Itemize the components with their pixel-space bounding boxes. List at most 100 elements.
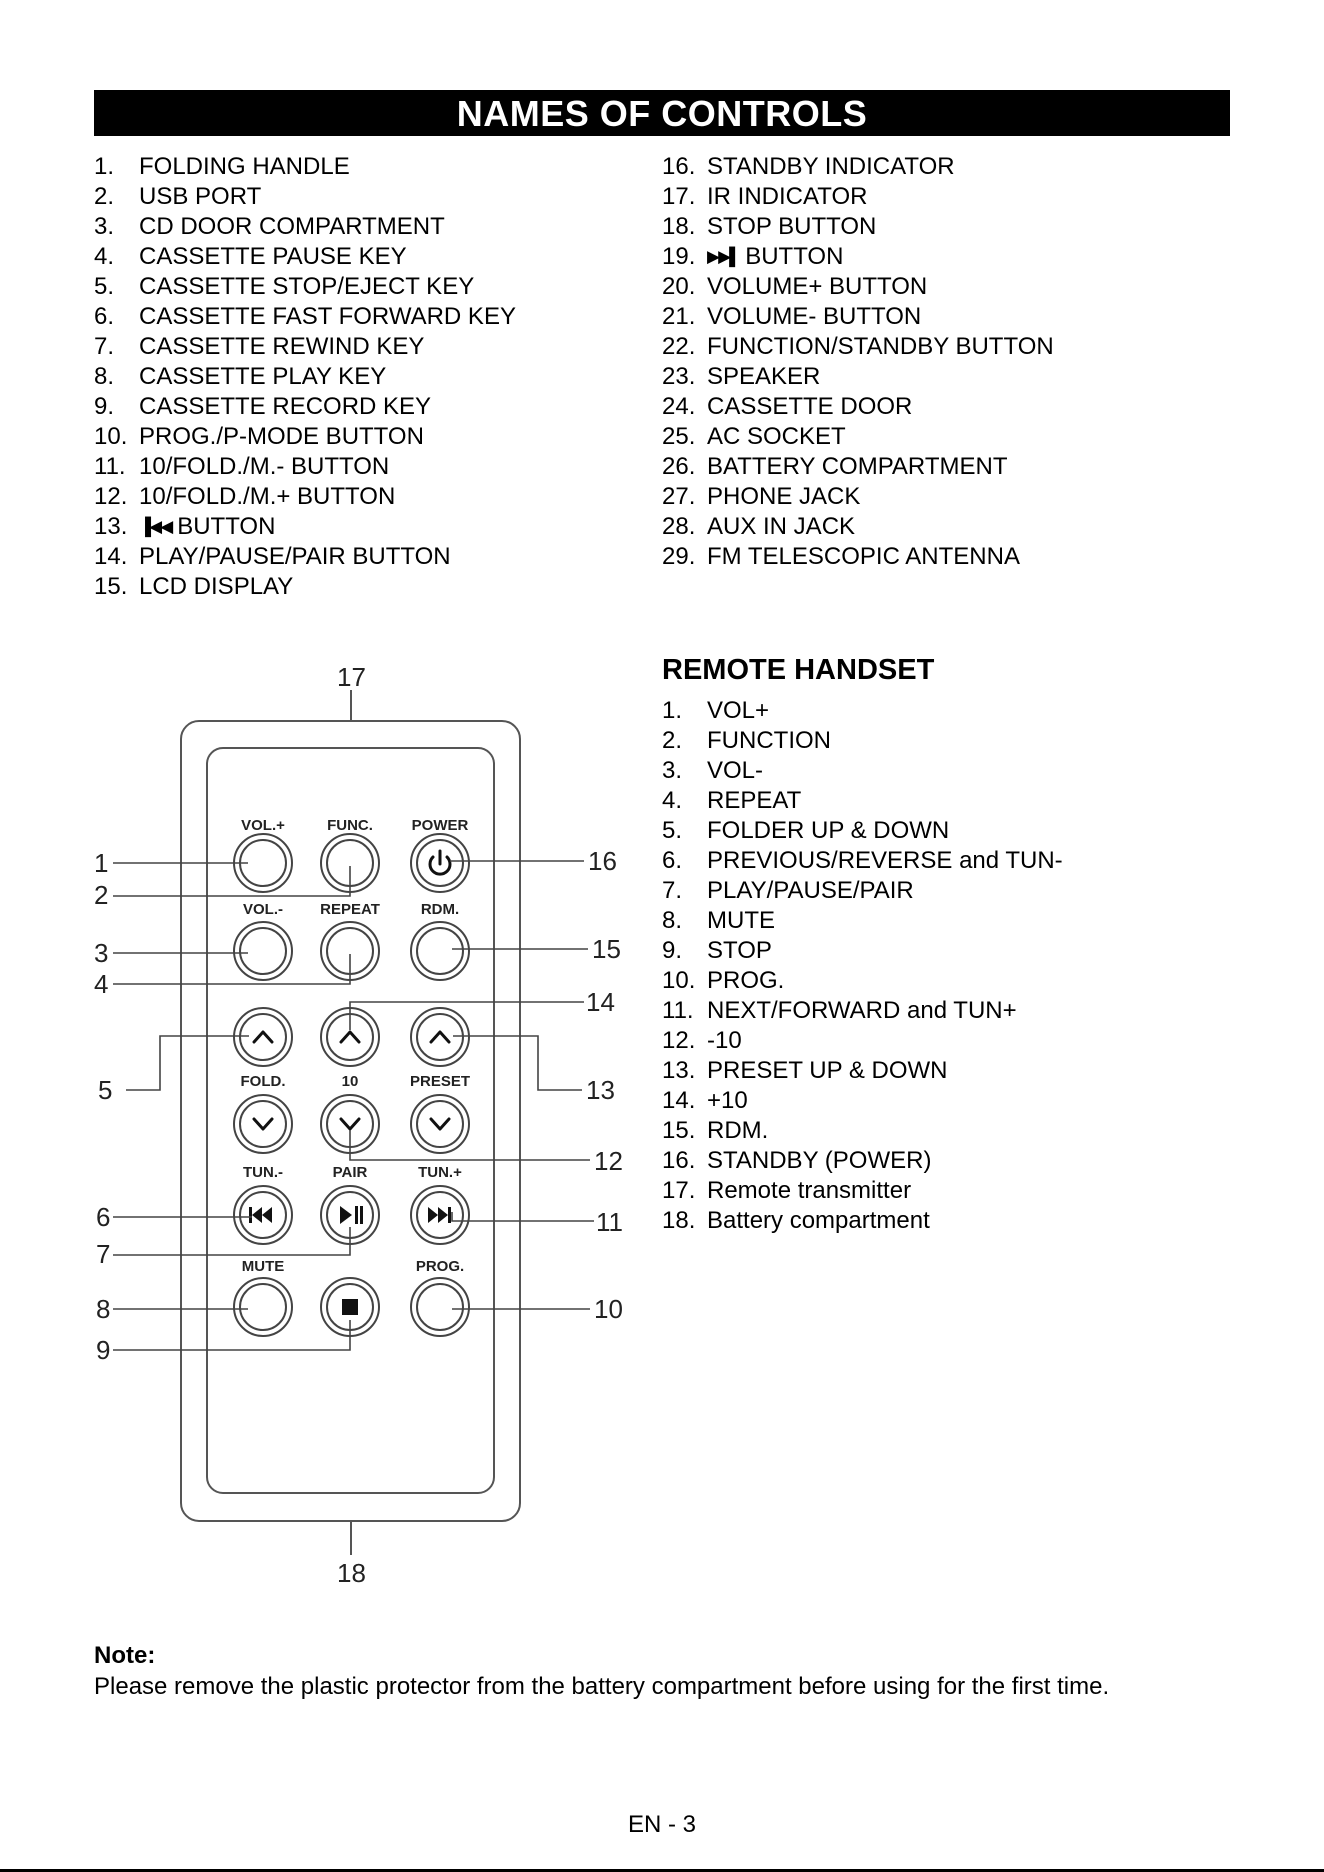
list-item: 11. 10/FOLD./M.- BUTTON [94,452,516,482]
list-item-number: 1. [662,697,683,724]
list-item-label: Remote transmitter [707,1176,911,1206]
list-item-label: CASSETTE DOOR [707,392,912,422]
list-item-label: PRESET UP & DOWN [707,1056,948,1086]
func-label: FUNC. [327,817,373,834]
list-item-text: FOLDER UP & DOWN [707,817,950,844]
list-item: 26.BATTERY COMPARTMENT [662,452,1054,482]
list-item: 16. STANDBY (POWER) [662,1146,1063,1176]
list-item-label: PLAY/PAUSE/PAIR BUTTON [139,542,451,572]
list-item-number: 19. [662,243,696,270]
list-item: 16.STANDBY INDICATOR [662,152,1054,182]
list-item-text: PRESET UP & DOWN [707,1057,948,1084]
callout-line-2 [113,866,351,897]
rdm-label: RDM. [421,901,459,918]
list-item-number: 4. [662,787,683,814]
preset-label: PRESET [410,1073,470,1090]
list-item-number: 28. [662,513,696,540]
list-item-text: 10/FOLD./M.- BUTTON [139,453,390,480]
list-item-text: AC SOCKET [707,423,846,450]
note-label: Note: [94,1642,156,1669]
prog-button [410,1277,470,1337]
list-item-text: CASSETTE FAST FORWARD KEY [139,303,516,330]
power-icon [428,849,452,876]
list-item-label: CASSETTE STOP/EJECT KEY [139,272,474,302]
list-item: 13. PRESET UP & DOWN [662,1056,1063,1086]
callout-3: 3 [94,938,108,968]
list-item-number: 13. [662,1057,696,1084]
callout-2: 2 [94,880,108,910]
callout-line-7 [113,1227,351,1256]
list-item-text: FUNCTION [707,727,831,754]
list-item-text: CASSETTE RECORD KEY [139,393,432,420]
callout-18: 18 [337,1558,366,1588]
tun-plus-button [410,1185,470,1245]
list-item-text: 10/FOLD./M.+ BUTTON [139,483,396,510]
play-pause-icon [340,1206,363,1224]
list-item-text: STOP [707,937,772,964]
list-item-label: 10/FOLD./M.+ BUTTON [139,482,395,512]
list-item-label: CASSETTE FAST FORWARD KEY [139,302,516,332]
callout-13: 13 [586,1075,615,1105]
list-item-number: 16. [662,1147,696,1174]
list-item-number: 12. [662,1027,696,1054]
list-item: 2.FUNCTION [662,726,1063,756]
list-item-number: 13. [94,513,128,540]
list-item: 7.CASSETTE REWIND KEY [94,332,516,362]
list-item-number: 10. [662,967,696,994]
list-item: 21.VOLUME- BUTTON [662,302,1054,332]
list-item-label: 10/FOLD./M.- BUTTON [139,452,389,482]
tun-plus-label: TUN.+ [418,1164,462,1181]
callout-line-13 [453,1035,582,1091]
list-item-text: VOL+ [707,697,770,724]
mute-label: MUTE [242,1258,285,1275]
mute-button [233,1277,293,1337]
list-item-text: STANDBY (POWER) [707,1147,932,1174]
list-item: 28.AUX IN JACK [662,512,1054,542]
list-item-number: 11. [94,453,126,480]
list-item: 12. 10/FOLD./M.+ BUTTON [94,482,516,512]
list-item: 14.+10 [662,1086,1063,1116]
chevron-down-icon [252,1117,274,1131]
callout-4: 4 [94,969,108,999]
list-item-text: CASSETTE REWIND KEY [139,333,425,360]
list-item-text: REPEAT [707,787,802,814]
power-button [410,833,470,893]
list-item: 5.FOLDER UP & DOWN [662,816,1063,846]
list-item: 9.STOP [662,936,1063,966]
list-item-number: 26. [662,453,696,480]
list-item: 20.VOLUME+ BUTTON [662,272,1054,302]
list-item-text: PROG./P-MODE BUTTON [139,423,424,450]
list-item-text: LCD DISPLAY [139,573,294,600]
list-item-number: 10. [94,423,128,450]
chevron-down-icon [339,1117,361,1131]
list-item-number: 4. [94,243,115,270]
list-item-number: 6. [94,303,115,330]
list-item-text: CASSETTE DOOR [707,393,913,420]
list-item-text: FUNCTION/STANDBY BUTTON [707,333,1054,360]
callout-10: 10 [594,1294,623,1324]
list-item: 5.CASSETTE STOP/EJECT KEY [94,272,516,302]
callout-9: 9 [96,1335,110,1365]
list-item-text: IR INDICATOR [707,183,868,210]
list-item-label: MUTE [707,906,775,936]
list-item-text: +10 [707,1087,748,1114]
ten-label: 10 [342,1073,359,1090]
list-item-text: PREVIOUS/REVERSE and TUN- [707,847,1063,874]
list-item-label: STANDBY INDICATOR [707,152,955,182]
list-item-number: 12. [94,483,128,510]
list-item: 15.RDM. [662,1116,1063,1146]
list-item-text: PROG. [707,967,785,994]
list-item-label: -10 [707,1026,742,1056]
list-item-number: 22. [662,333,696,360]
list-item-label: SPEAKER [707,362,820,392]
list-item: 2.USB PORT [94,182,516,212]
list-item: 9.CASSETTE RECORD KEY [94,392,516,422]
list-item-number: 21. [662,303,696,330]
list-item-text: STANDBY INDICATOR [707,153,955,180]
chevron-down-icon [429,1117,451,1131]
list-item-number: 18. [662,1207,696,1234]
list-item-text: Remote transmitter [707,1177,912,1204]
list-item-text: -10 [707,1027,742,1054]
chevron-up-icon [252,1030,274,1044]
list-item-number: 24. [662,393,696,420]
